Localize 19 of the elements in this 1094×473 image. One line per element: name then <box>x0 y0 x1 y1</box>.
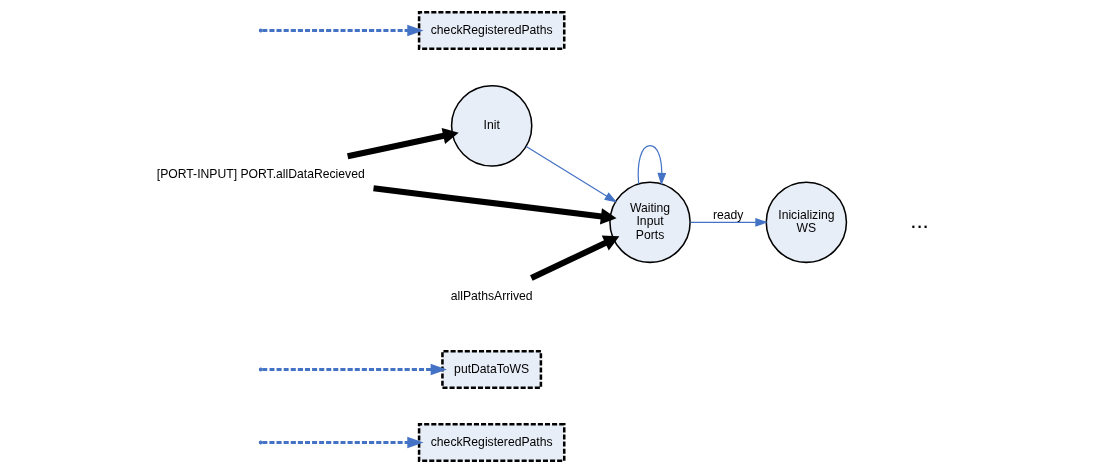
edge-label: ready <box>712 207 743 222</box>
node-text: [PORT-INPUT] PORT.allDataRecieved <box>156 166 365 181</box>
arrow <box>372 185 617 225</box>
node-circle: Waiting Input Ports <box>608 181 691 264</box>
node-text: allPathsArrived <box>450 288 533 303</box>
arrow <box>261 363 447 376</box>
arrow <box>525 145 617 203</box>
label: ... <box>909 207 929 233</box>
arrow <box>689 217 768 227</box>
node-box: checkRegisteredPaths <box>417 423 565 463</box>
node-circle: Init <box>450 85 533 167</box>
arrow <box>261 436 424 449</box>
arrow <box>261 24 424 37</box>
arrow <box>346 127 459 160</box>
arrow <box>637 145 666 186</box>
node-box: putDataToWS <box>440 349 542 389</box>
arrow <box>529 235 619 281</box>
node-circle: Inicializing WS <box>765 181 847 264</box>
node-box: checkRegisteredPaths <box>417 10 565 50</box>
